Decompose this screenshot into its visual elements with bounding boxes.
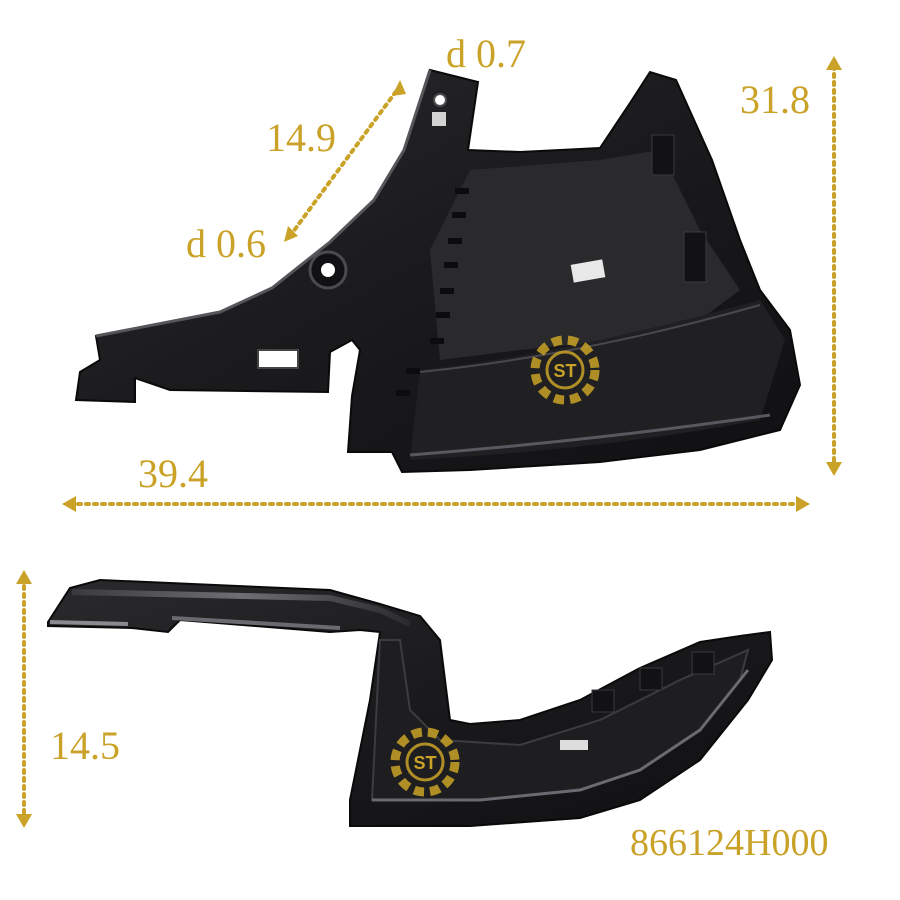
part-number: 866124H000 <box>630 822 829 864</box>
arrowhead-icon <box>16 814 32 828</box>
arrowhead-icon <box>796 496 810 512</box>
bottom-thickness-label: d 0.6 <box>186 221 266 266</box>
watermark-logo <box>390 727 460 797</box>
depth-label: 14.5 <box>50 723 120 768</box>
arrowhead-icon <box>16 570 32 584</box>
watermark-text: ST <box>553 361 576 381</box>
arrowhead-icon <box>826 462 842 476</box>
arrowhead-icon <box>62 496 76 512</box>
watermark-text: ST <box>413 753 436 773</box>
diagonal-dimension-line <box>288 84 402 238</box>
bottom-part-view <box>47 578 774 827</box>
arrowhead-icon <box>284 226 298 242</box>
top-part-view <box>74 68 802 474</box>
height-label: 31.8 <box>740 77 810 122</box>
width-label: 39.4 <box>138 451 208 496</box>
arrowhead-icon <box>392 80 406 96</box>
diagonal-length-label: 14.9 <box>266 115 336 160</box>
arrowhead-icon <box>826 56 842 70</box>
watermark-logo <box>530 335 600 405</box>
top-thickness-label: d 0.7 <box>446 31 526 76</box>
